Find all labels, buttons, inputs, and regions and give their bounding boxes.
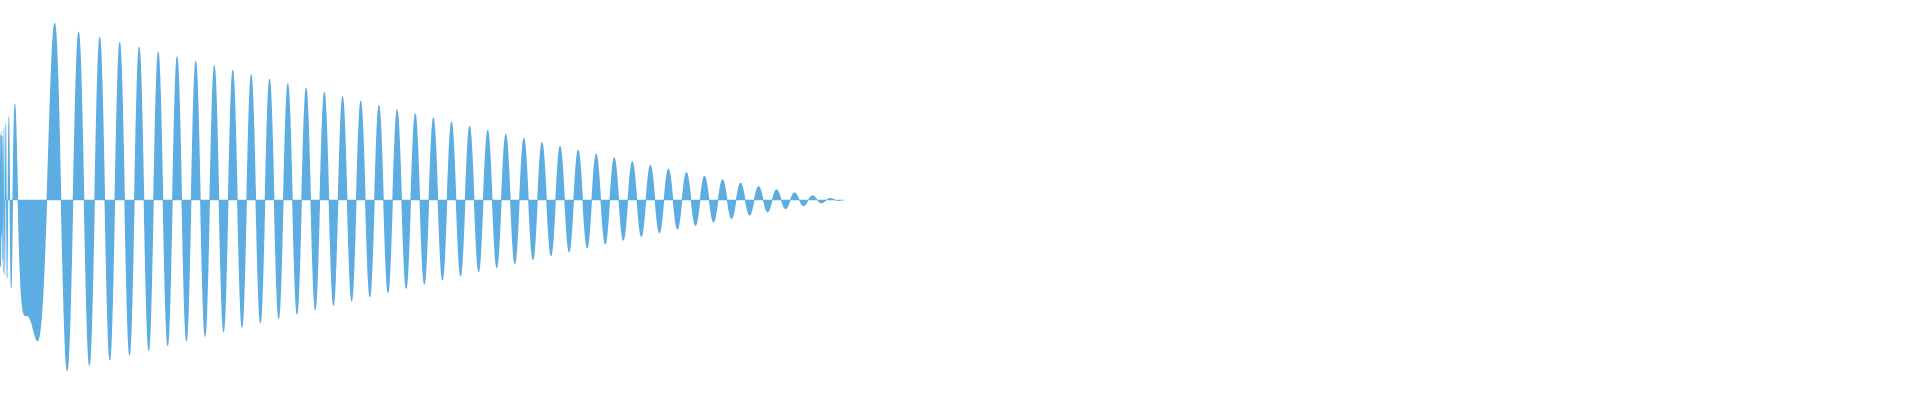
waveform-signal [0,22,845,372]
